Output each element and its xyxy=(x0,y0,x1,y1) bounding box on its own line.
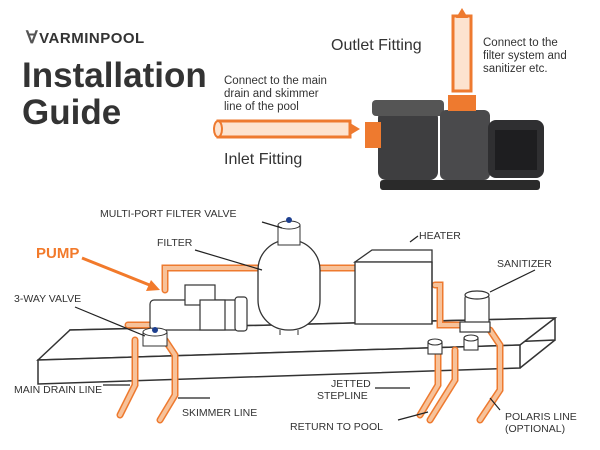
inlet-note-line-1: Connect to the main xyxy=(224,75,327,87)
page-title: Installation Guide xyxy=(22,57,207,131)
multiport-valve-label: MULTI-PORT FILTER VALVE xyxy=(100,208,237,220)
pump-arrow xyxy=(81,256,160,291)
brand-v-icon: ∀ xyxy=(26,28,39,47)
heater-label: HEATER xyxy=(419,230,461,242)
callout-lines xyxy=(74,221,536,421)
pump-photo xyxy=(365,95,544,190)
inlet-note-line-2: drain and skimmer xyxy=(224,88,319,100)
inlet-note-line-3: line of the pool xyxy=(224,101,299,113)
polaris-line-2: (OPTIONAL) xyxy=(505,423,566,435)
jetted-stepline-label: JETTED STEPLINE xyxy=(317,378,371,402)
sanitizer-unit xyxy=(459,290,491,333)
brand-logo: ∀VARMINPOOL xyxy=(26,28,145,48)
pump-illustration xyxy=(149,284,248,332)
plumbing-pipes xyxy=(116,264,504,424)
pump-label: PUMP xyxy=(36,245,80,262)
main-drain-line-label: MAIN DRAIN LINE xyxy=(14,384,103,396)
title-line-1: Installation xyxy=(22,56,207,95)
filter-label: FILTER xyxy=(157,237,193,249)
three-way-valve-label: 3-WAY VALVE xyxy=(14,293,82,305)
inlet-pipe xyxy=(213,119,360,139)
inlet-fitting-note: Connect to the main drain and skimmer li… xyxy=(224,75,327,114)
inlet-fitting-label: Inlet Fitting xyxy=(224,151,303,168)
jetted-line-1: JETTED xyxy=(331,378,371,390)
return-to-pool-label: RETURN TO POOL xyxy=(290,421,383,433)
title-line-2: Guide xyxy=(22,93,122,132)
polaris-line-label: POLARIS LINE (OPTIONAL) xyxy=(505,411,577,435)
heater-unit xyxy=(352,249,433,325)
filter-tank xyxy=(257,217,321,335)
jetted-line-2: STEPLINE xyxy=(317,390,368,402)
skimmer-line-label: SKIMMER LINE xyxy=(182,407,258,419)
three-way-valve xyxy=(142,327,168,347)
sanitizer-label: SANITIZER xyxy=(497,258,552,270)
outlet-pipe xyxy=(451,8,473,93)
outlet-note-line-2: filter system and xyxy=(483,50,567,62)
check-valves xyxy=(427,334,479,355)
outlet-fitting-label: Outlet Fitting xyxy=(331,37,422,54)
brand-name: VARMINPOOL xyxy=(39,30,145,47)
outlet-note-line-3: sanitizer etc. xyxy=(483,63,548,75)
outlet-note-line-1: Connect to the xyxy=(483,37,558,49)
polaris-line-1: POLARIS LINE xyxy=(505,411,577,423)
outlet-fitting-note: Connect to the filter system and sanitiz… xyxy=(483,37,567,76)
